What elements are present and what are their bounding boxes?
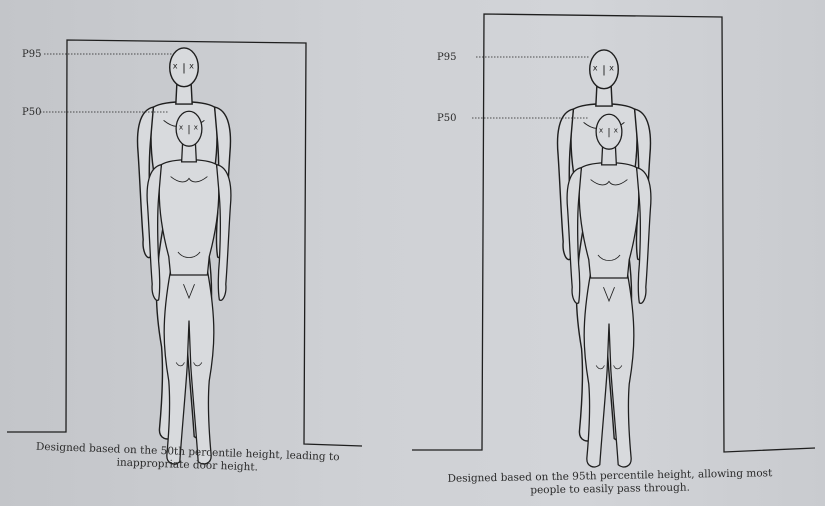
p95-label-right: P95 — [437, 52, 456, 63]
left-panel: P95 P50 — [7, 40, 362, 464]
p50-label-left: P50 — [22, 107, 41, 118]
right-panel: P95 P50 — [412, 14, 815, 467]
p50-label-right: P50 — [437, 113, 456, 124]
p95-label-left: P95 — [22, 49, 41, 60]
